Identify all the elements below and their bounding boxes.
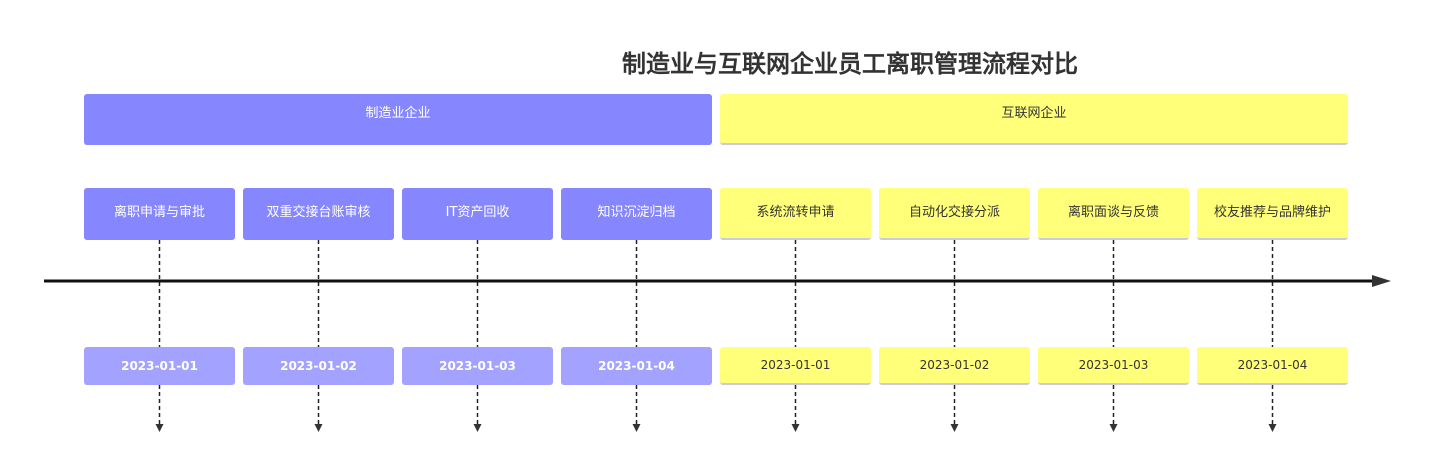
task-manufacturing-3: IT资产回收 [402, 188, 553, 240]
task-internet-4: 校友推荐与品牌维护 [1197, 188, 1348, 240]
date-manufacturing-1: 2023-01-01 [84, 347, 235, 385]
task-manufacturing-4: 知识沉淀归档 [561, 188, 712, 240]
date-manufacturing-2: 2023-01-02 [243, 347, 394, 385]
date-internet-1: 2023-01-01 [720, 347, 871, 385]
task-internet-2: 自动化交接分派 [879, 188, 1030, 240]
date-internet-4: 2023-01-04 [1197, 347, 1348, 385]
date-manufacturing-4: 2023-01-04 [561, 347, 712, 385]
diagram-title: 制造业与互联网企业员工离职管理流程对比 [622, 50, 1078, 78]
section-header-internet: 互联网企业 [720, 94, 1348, 145]
task-manufacturing-1: 离职申请与审批 [84, 188, 235, 240]
section-header-manufacturing: 制造业企业 [84, 94, 712, 145]
date-internet-3: 2023-01-03 [1038, 347, 1189, 385]
task-manufacturing-2: 双重交接台账审核 [243, 188, 394, 240]
task-internet-1: 系统流转申请 [720, 188, 871, 240]
timeline-axis-arrowhead [1372, 275, 1391, 287]
date-internet-2: 2023-01-02 [879, 347, 1030, 385]
date-manufacturing-3: 2023-01-03 [402, 347, 553, 385]
task-internet-3: 离职面谈与反馈 [1038, 188, 1189, 240]
